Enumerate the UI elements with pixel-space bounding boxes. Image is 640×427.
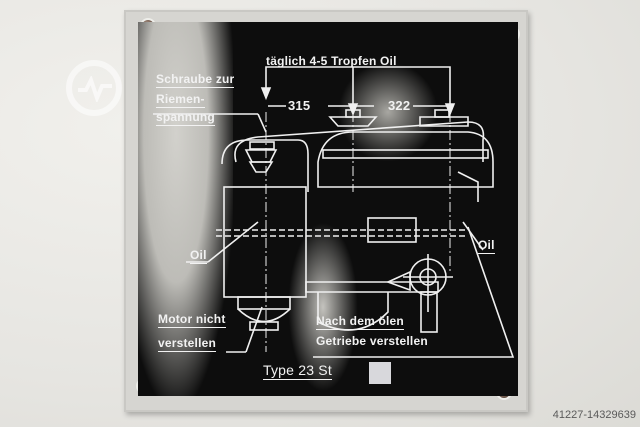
machineseeker-gear-logo-icon <box>66 60 122 116</box>
worn-paint-area <box>338 62 438 162</box>
screw-label-line2: Riemen- <box>156 92 205 108</box>
motor-label-line2: verstellen <box>158 336 217 352</box>
oil-instruction-label: täglich 4-5 Tropfen Oil <box>266 54 397 68</box>
dimension-322: 322 <box>388 98 411 113</box>
oil-label-left: Oil <box>190 248 207 264</box>
machine-diagram <box>153 66 515 358</box>
worn-paint-area <box>138 22 233 396</box>
type-value-box <box>369 362 391 384</box>
screw-label-line1: Schraube zur <box>156 72 235 88</box>
photo-id: 41227-14329639 <box>552 409 636 421</box>
gear-label-line1: Nach dem ölen <box>316 314 404 330</box>
type-label: Type 23 St <box>263 362 332 380</box>
gear-label-line2: Getriebe verstellen <box>316 334 428 348</box>
motor-label-line1: Motor nicht <box>158 312 226 328</box>
worn-paint-area <box>288 222 358 392</box>
screw-label-line3: spannung <box>156 110 215 126</box>
dimension-315: 315 <box>288 98 311 113</box>
nameplate: täglich 4-5 Tropfen Oil 315 322 Schraube… <box>138 22 518 396</box>
oil-label-right: Oil <box>478 238 495 254</box>
